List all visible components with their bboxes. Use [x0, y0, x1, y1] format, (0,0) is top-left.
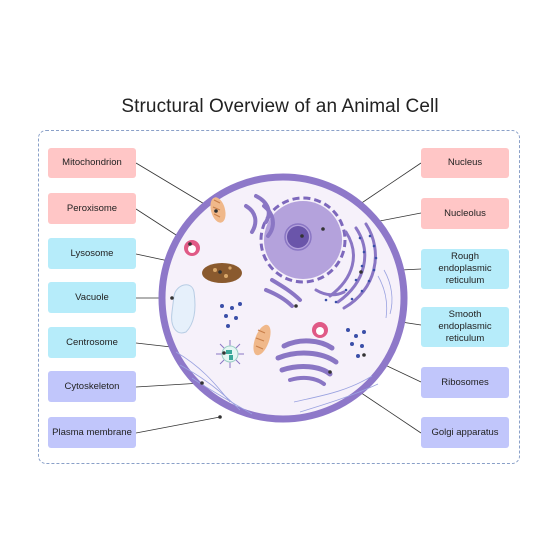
mitochondrion: [210, 197, 271, 356]
label-mitochondrion: Mitochondrion: [48, 148, 136, 178]
diagram-title: Structural Overview of an Animal Cell: [121, 96, 439, 117]
label-centrosome: Centrosome: [48, 327, 136, 358]
label-vacuole: Vacuole: [48, 282, 136, 313]
ribosomes: [220, 302, 366, 358]
centrosome: [216, 340, 244, 368]
label-nucleus: Nucleus: [421, 148, 509, 178]
peroxisome: [184, 240, 328, 338]
label-golgi-apparatus: Golgi apparatus: [421, 417, 509, 448]
lysosome: [202, 263, 242, 283]
label-cytoskeleton: Cytoskeleton: [48, 371, 136, 402]
label-nucleolus: Nucleolus: [421, 198, 509, 229]
label-smooth-er: Smooth endoplasmic reticulum: [421, 307, 509, 347]
vacuole: [171, 284, 196, 334]
label-peroxisome: Peroxisome: [48, 193, 136, 224]
label-plasma-membrane: Plasma membrane: [48, 417, 136, 448]
nucleolus: [287, 226, 309, 248]
golgi-apparatus: [275, 338, 339, 386]
cytoskeleton: [175, 269, 393, 415]
label-ribosomes: Ribosomes: [421, 367, 509, 398]
label-rough-er: Rough endoplasmic reticulum: [421, 249, 509, 289]
rough-er-ribosomes: [324, 234, 378, 304]
smooth-er: [244, 194, 302, 308]
diagram-frame: [38, 130, 520, 464]
connector-dots: [170, 209, 366, 419]
label-lysosome: Lysosome: [48, 238, 136, 269]
